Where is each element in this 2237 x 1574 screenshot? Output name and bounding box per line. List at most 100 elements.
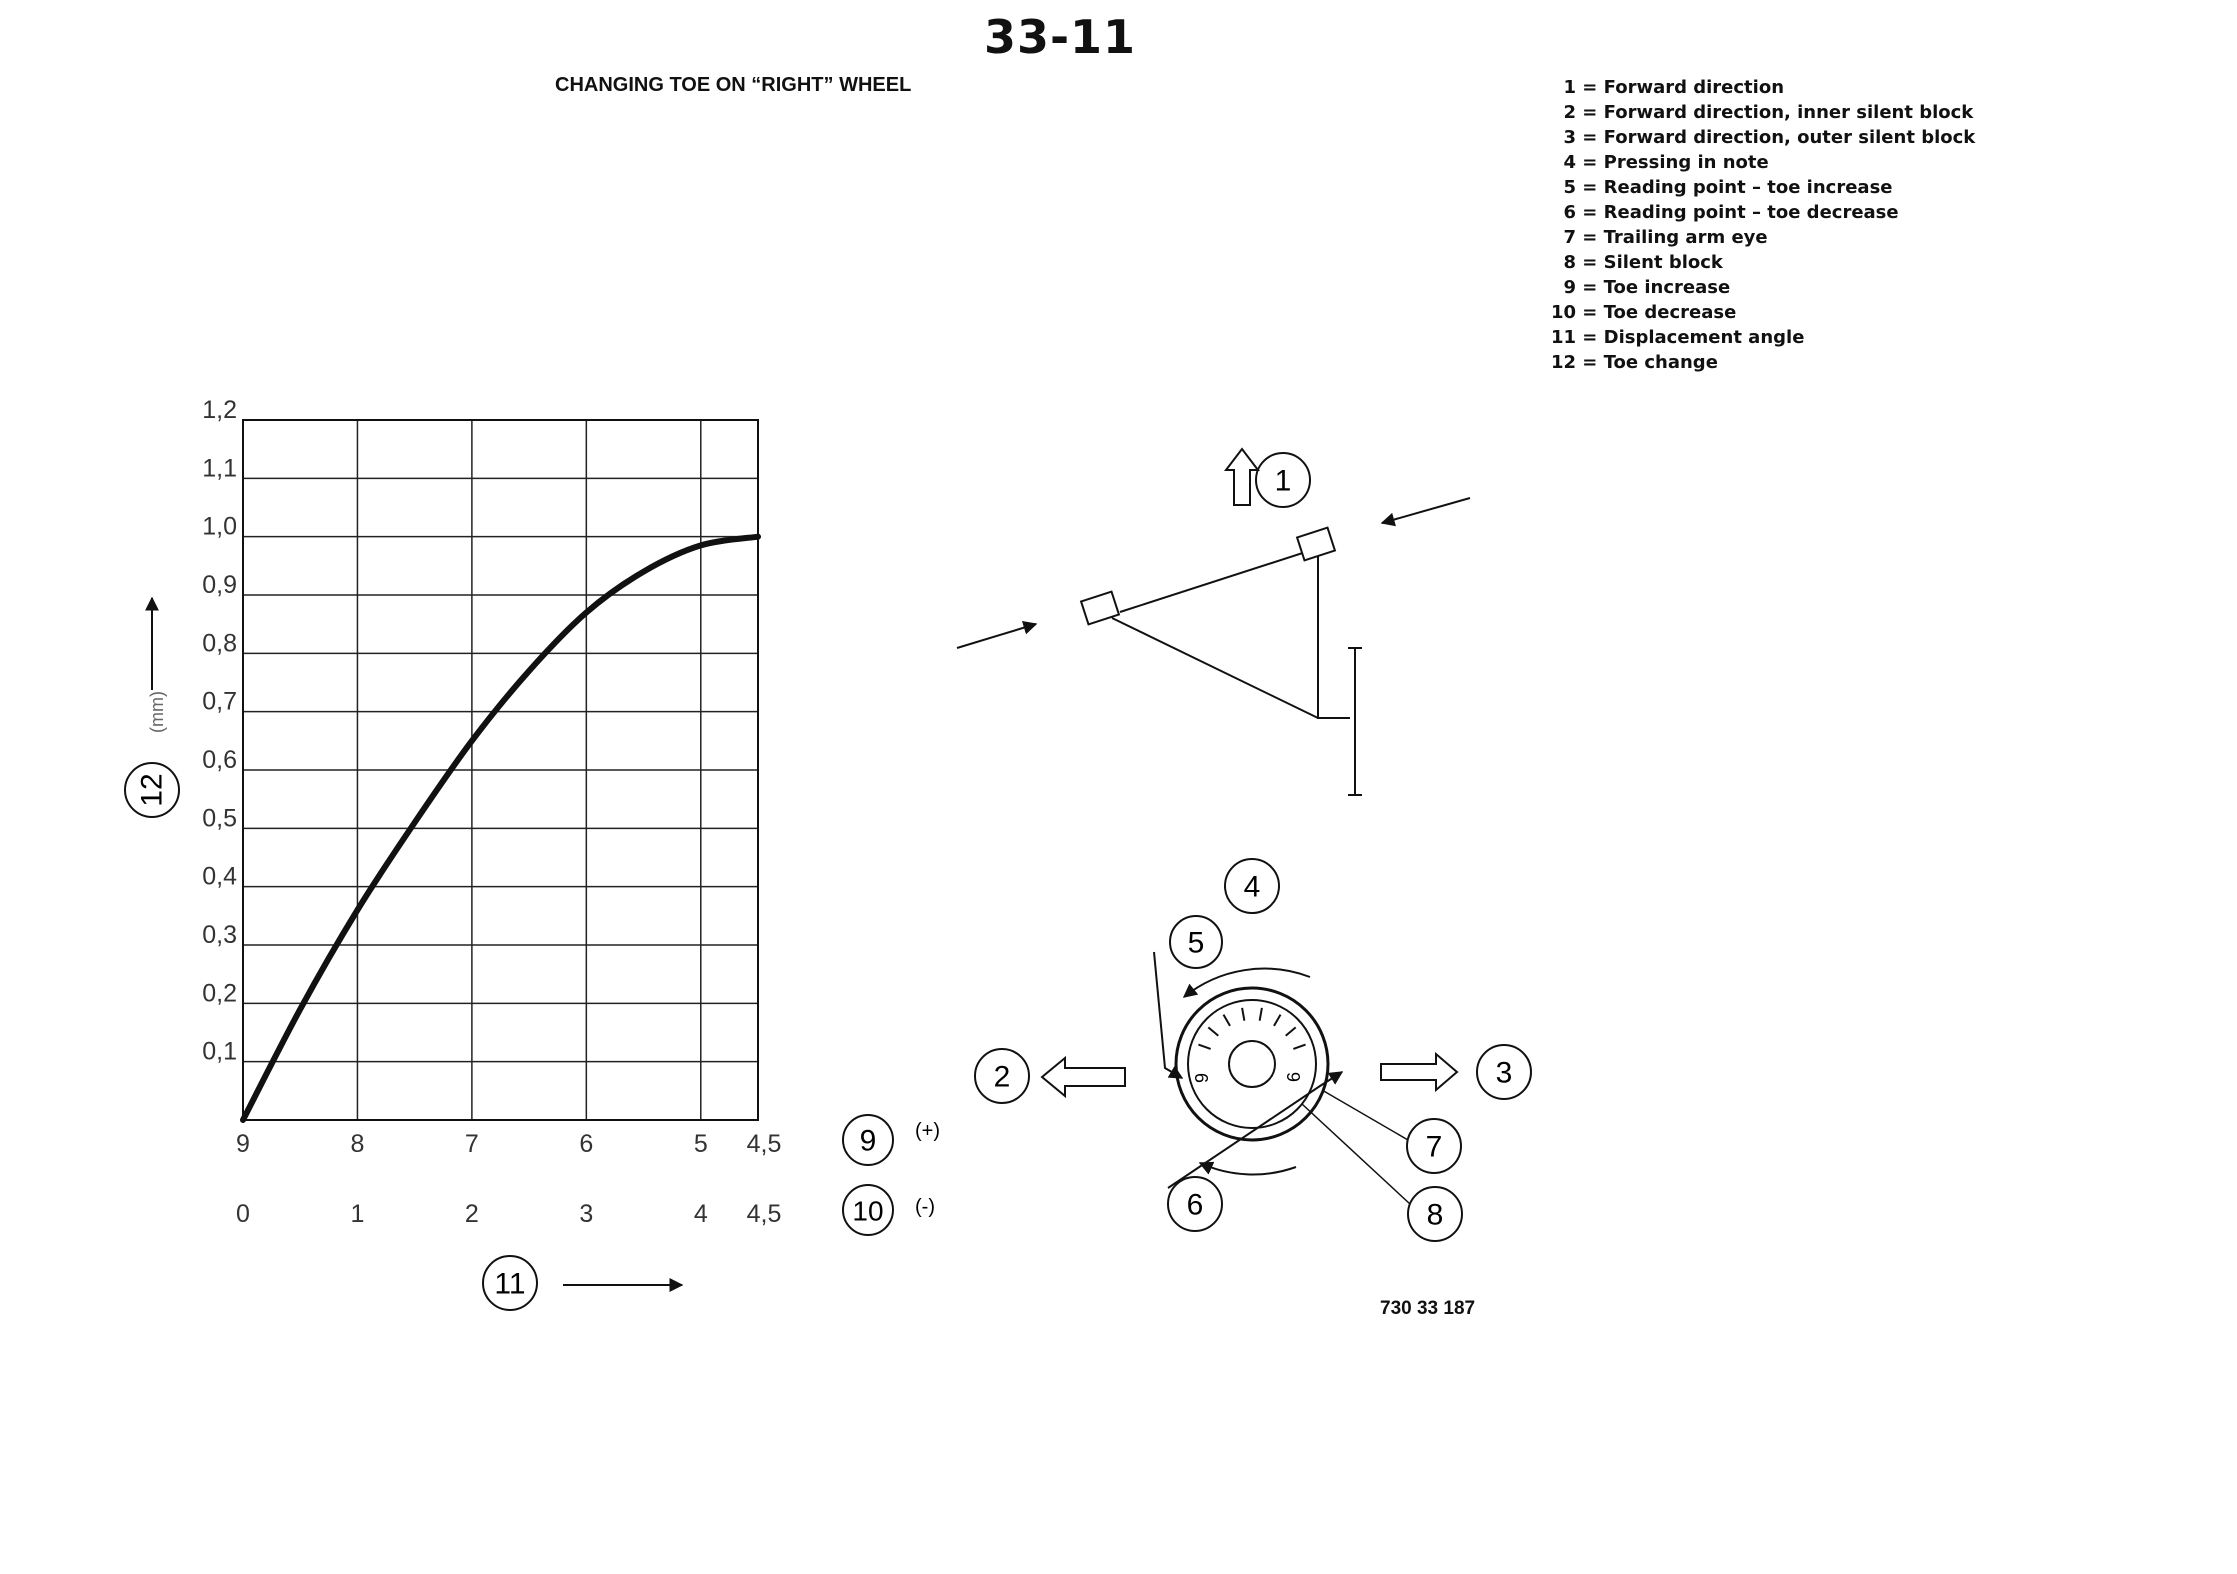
callout-2-text: 2 (994, 1061, 1011, 1094)
page-number: 33-11 (983, 10, 1137, 64)
dial-tick (1285, 1026, 1297, 1037)
dial-tick (1273, 1014, 1282, 1027)
y-tick-labels: 1,21,11,00,90,80,70,60,50,40,30,20,1 (202, 396, 237, 1066)
leader-line-7 (1321, 1089, 1409, 1141)
legend-item-text: = Pressing in note (1582, 152, 1769, 173)
x-tick-label-toe-increase: 7 (465, 1130, 479, 1158)
callout-4-text: 4 (1244, 871, 1261, 904)
dial-tick (1207, 1026, 1219, 1037)
toe-decrease-sign: (-) (915, 1196, 935, 1218)
y-tick-label: 1,1 (202, 454, 237, 482)
callout-6-text: 6 (1187, 1189, 1204, 1222)
callout-2: 2 (974, 1048, 1030, 1104)
legend-item: 5 = Reading point – toe increase (1540, 175, 2100, 200)
callout-5: 5 (1169, 915, 1223, 969)
legend-item: 11 = Displacement angle (1540, 325, 2100, 350)
callout-10-text: 10 (852, 1196, 883, 1227)
callout-6: 6 (1167, 1176, 1223, 1232)
y-tick-label: 0,1 (202, 1038, 237, 1066)
callout-9-text: 9 (860, 1125, 877, 1158)
trailing-arm-eye (1174, 986, 1330, 1142)
y-axis-label: 12 (mm) (124, 596, 180, 818)
legend-item: 1 = Forward direction (1540, 75, 2100, 100)
inner-block-direction-arrow-icon (1040, 1055, 1126, 1099)
dial-diagram: 4 5 2 3 6 7 8 9 6 (974, 858, 1532, 1242)
legend-item-number: 11 (1550, 327, 1576, 348)
legend-item-number: 1 (1563, 77, 1576, 98)
legend-item-number: 8 (1563, 252, 1576, 273)
x-tick-label-toe-increase: 6 (579, 1130, 593, 1158)
reading-point-6-pointer (1167, 1071, 1344, 1189)
callout-11-text: 11 (494, 1268, 525, 1301)
legend-item-text: = Toe decrease (1582, 302, 1737, 323)
y-tick-label: 0,2 (202, 979, 237, 1007)
chart-grid (242, 419, 759, 1120)
legend-item: 8 = Silent block (1540, 250, 2100, 275)
legend-item: 10 = Toe decrease (1540, 300, 2100, 325)
wheel-line (1348, 647, 1362, 796)
force-arrow-outer (1380, 497, 1471, 527)
toe-change-curve (240, 533, 761, 1123)
x-tick-label-toe-decrease: 1 (350, 1200, 364, 1228)
legend-item: 4 = Pressing in note (1540, 150, 2100, 175)
legend-item: 2 = Forward direction, inner silent bloc… (1540, 100, 2100, 125)
forward-direction-arrow-icon (1223, 447, 1261, 506)
dial-tick (1222, 1014, 1231, 1027)
reading-point-5-pointer (1153, 951, 1184, 1079)
callout-9: 9 (842, 1114, 894, 1166)
legend-item-number: 7 (1563, 227, 1576, 248)
toe-increase-rotation-arrow (1182, 967, 1311, 998)
x-tick-label-toe-increase: 9 (236, 1130, 250, 1158)
legend-item: 7 = Trailing arm eye (1540, 225, 2100, 250)
callout-1: 1 (1255, 452, 1311, 508)
legend-item-number: 9 (1563, 277, 1576, 298)
chart-frame (242, 419, 759, 1121)
legend-item-text: = Displacement angle (1582, 327, 1805, 348)
y-tick-label: 0,6 (202, 746, 237, 774)
x-tick-label-toe-increase: 8 (350, 1130, 364, 1158)
callout-10: 10 (842, 1184, 894, 1236)
legend: 1 = Forward direction 2 = Forward direct… (1540, 75, 2100, 375)
outer-silent-block (1295, 526, 1337, 562)
toe-change-chart: 1,21,11,00,90,80,70,60,50,40,30,20,1 908… (202, 396, 781, 1228)
x-tick-label-toe-decrease: 4,5 (747, 1200, 782, 1228)
force-arrow-inner (956, 620, 1038, 649)
callout-12: 12 (124, 762, 180, 818)
y-tick-label: 1,0 (202, 513, 237, 541)
callout-3: 3 (1476, 1044, 1532, 1100)
callout-11: 11 (482, 1255, 538, 1311)
inner-silent-block (1079, 590, 1121, 626)
legend-item-text: = Reading point – toe increase (1582, 177, 1893, 198)
legend-item-number: 5 (1563, 177, 1576, 198)
legend-item-text: = Trailing arm eye (1582, 227, 1768, 248)
y-tick-label: 0,9 (202, 571, 237, 599)
legend-item-number: 3 (1563, 127, 1576, 148)
legend-item: 9 = Toe increase (1540, 275, 2100, 300)
leader-line-8 (1301, 1103, 1411, 1205)
x-tick-label-toe-decrease: 3 (579, 1200, 593, 1228)
callout-4: 4 (1224, 858, 1280, 914)
silent-block-ring (1187, 999, 1317, 1129)
toe-increase-sign: (+) (915, 1120, 940, 1142)
legend-item-number: 4 (1563, 152, 1576, 173)
legend-item-text: = Forward direction (1582, 77, 1785, 98)
legend-item: 6 = Reading point – toe decrease (1540, 200, 2100, 225)
legend-item: 3 = Forward direction, outer silent bloc… (1540, 125, 2100, 150)
dial-mark-right: 6 (1284, 1072, 1304, 1082)
silent-block-core (1228, 1040, 1276, 1088)
y-tick-label: 0,4 (202, 863, 237, 891)
callout-8: 8 (1407, 1186, 1463, 1242)
x-tick-label-toe-decrease: 2 (465, 1200, 479, 1228)
y-tick-label: 0,3 (202, 921, 237, 949)
dial-tick (1198, 1043, 1211, 1050)
legend-item: 12 = Toe change (1540, 350, 2100, 375)
legend-item-text: = Reading point – toe decrease (1582, 202, 1899, 223)
dial-tick (1258, 1007, 1263, 1021)
x-tick-label-toe-decrease: 4 (694, 1200, 708, 1228)
y-tick-label: 0,8 (202, 629, 237, 657)
x-tick-label-toe-increase: 4,5 (747, 1130, 782, 1158)
toe-decrease-rotation-arrow (1198, 1161, 1297, 1176)
legend-item-text: = Silent block (1582, 252, 1723, 273)
legend-item-text: = Forward direction, inner silent block (1582, 102, 1974, 123)
